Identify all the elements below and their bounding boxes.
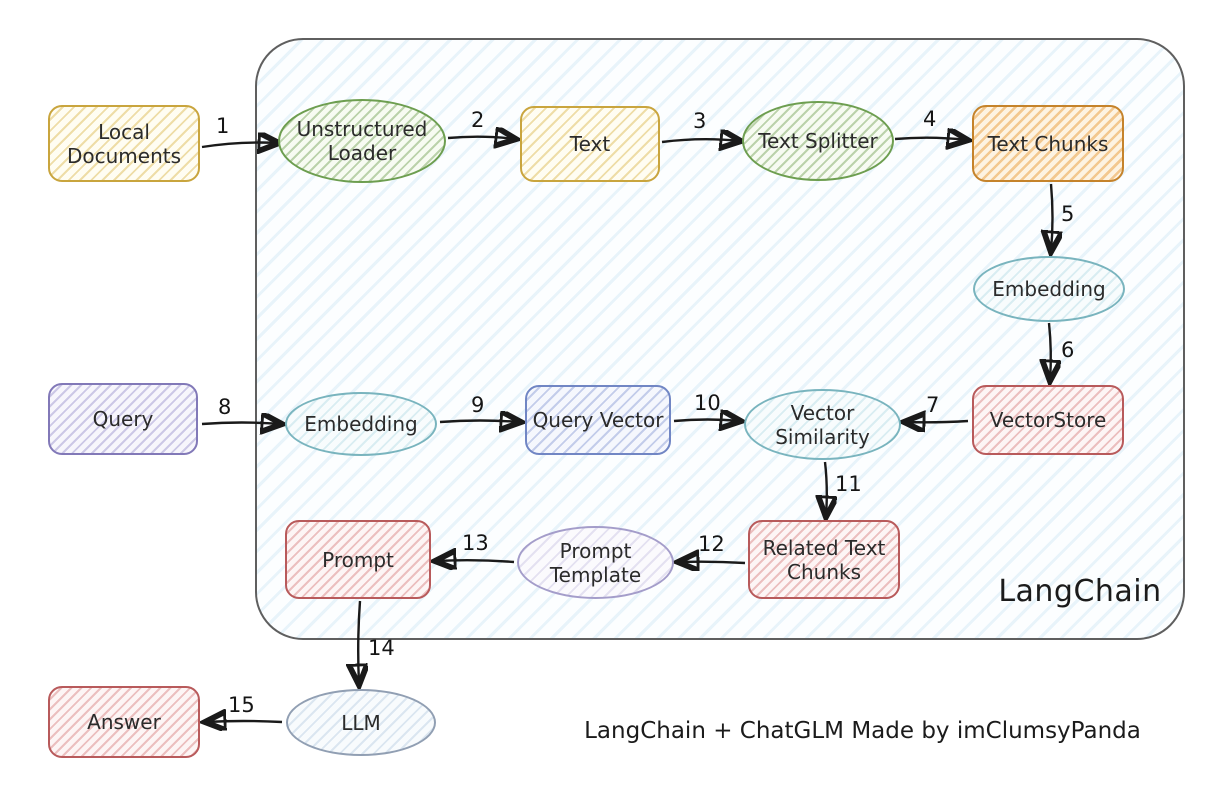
node-vector-similarity: Vector Similarity: [744, 389, 901, 460]
node-related-text-chunks: Related Text Chunks: [748, 520, 900, 599]
node-vectorstore-label: VectorStore: [989, 408, 1107, 432]
node-query-vector: Query Vector: [525, 385, 671, 455]
node-text: Text: [520, 106, 660, 182]
node-query: Query: [48, 383, 198, 455]
node-text-chunks: Text Chunks: [972, 105, 1124, 182]
node-text-splitter-label: Text Splitter: [758, 129, 878, 153]
edge-label-2: 2: [471, 108, 485, 132]
node-query-vector-label: Query Vector: [532, 408, 664, 432]
edge-label-6: 6: [1061, 338, 1075, 362]
node-prompt: Prompt: [285, 520, 431, 599]
edge-label-7: 7: [926, 393, 940, 417]
node-prompt-label: Prompt: [322, 547, 394, 572]
edge-label-14: 14: [368, 636, 395, 660]
edge-label-15: 15: [228, 693, 255, 717]
edge-label-9: 9: [471, 393, 485, 417]
node-related-text-chunks-label: Related Text Chunks: [762, 535, 886, 584]
edge-label-8: 8: [218, 395, 232, 419]
edge-label-5: 5: [1061, 202, 1075, 226]
node-query-label: Query: [92, 407, 154, 431]
node-embedding-docs-label: Embedding: [992, 277, 1106, 301]
node-local-documents: Local Documents: [48, 105, 200, 182]
node-unstructured-loader: Unstructured Loader: [278, 99, 446, 183]
edge-label-4: 4: [923, 107, 937, 131]
node-unstructured-loader-label: Unstructured Loader: [296, 117, 428, 165]
edge-label-10: 10: [694, 391, 721, 415]
edge-label-12: 12: [698, 532, 725, 556]
node-prompt-template-label: Prompt Template: [549, 538, 642, 587]
node-text-splitter: Text Splitter: [742, 101, 894, 181]
node-answer: Answer: [48, 686, 200, 758]
node-vectorstore: VectorStore: [972, 385, 1124, 455]
node-local-documents-label: Local Documents: [66, 119, 182, 168]
arrow-15: [206, 721, 283, 722]
node-llm-label: LLM: [341, 710, 381, 735]
edge-label-11: 11: [835, 472, 862, 496]
edge-label-13: 13: [462, 531, 489, 555]
node-vector-similarity-label: Vector Similarity: [775, 400, 870, 449]
edge-label-1: 1: [216, 114, 230, 138]
node-text-label: Text: [569, 132, 611, 156]
node-embedding-query: Embedding: [285, 392, 437, 456]
node-embedding-docs: Embedding: [973, 256, 1125, 322]
node-text-chunks-label: Text Chunks: [987, 131, 1109, 156]
edge-label-3: 3: [693, 109, 707, 133]
diagram-caption: LangChain + ChatGLM Made by imClumsyPand…: [584, 718, 1141, 744]
node-embedding-query-label: Embedding: [304, 412, 418, 436]
langchain-container-title: LangChain: [998, 574, 1162, 609]
node-prompt-template: Prompt Template: [517, 526, 674, 599]
node-answer-label: Answer: [87, 710, 161, 734]
node-llm: LLM: [286, 689, 436, 756]
